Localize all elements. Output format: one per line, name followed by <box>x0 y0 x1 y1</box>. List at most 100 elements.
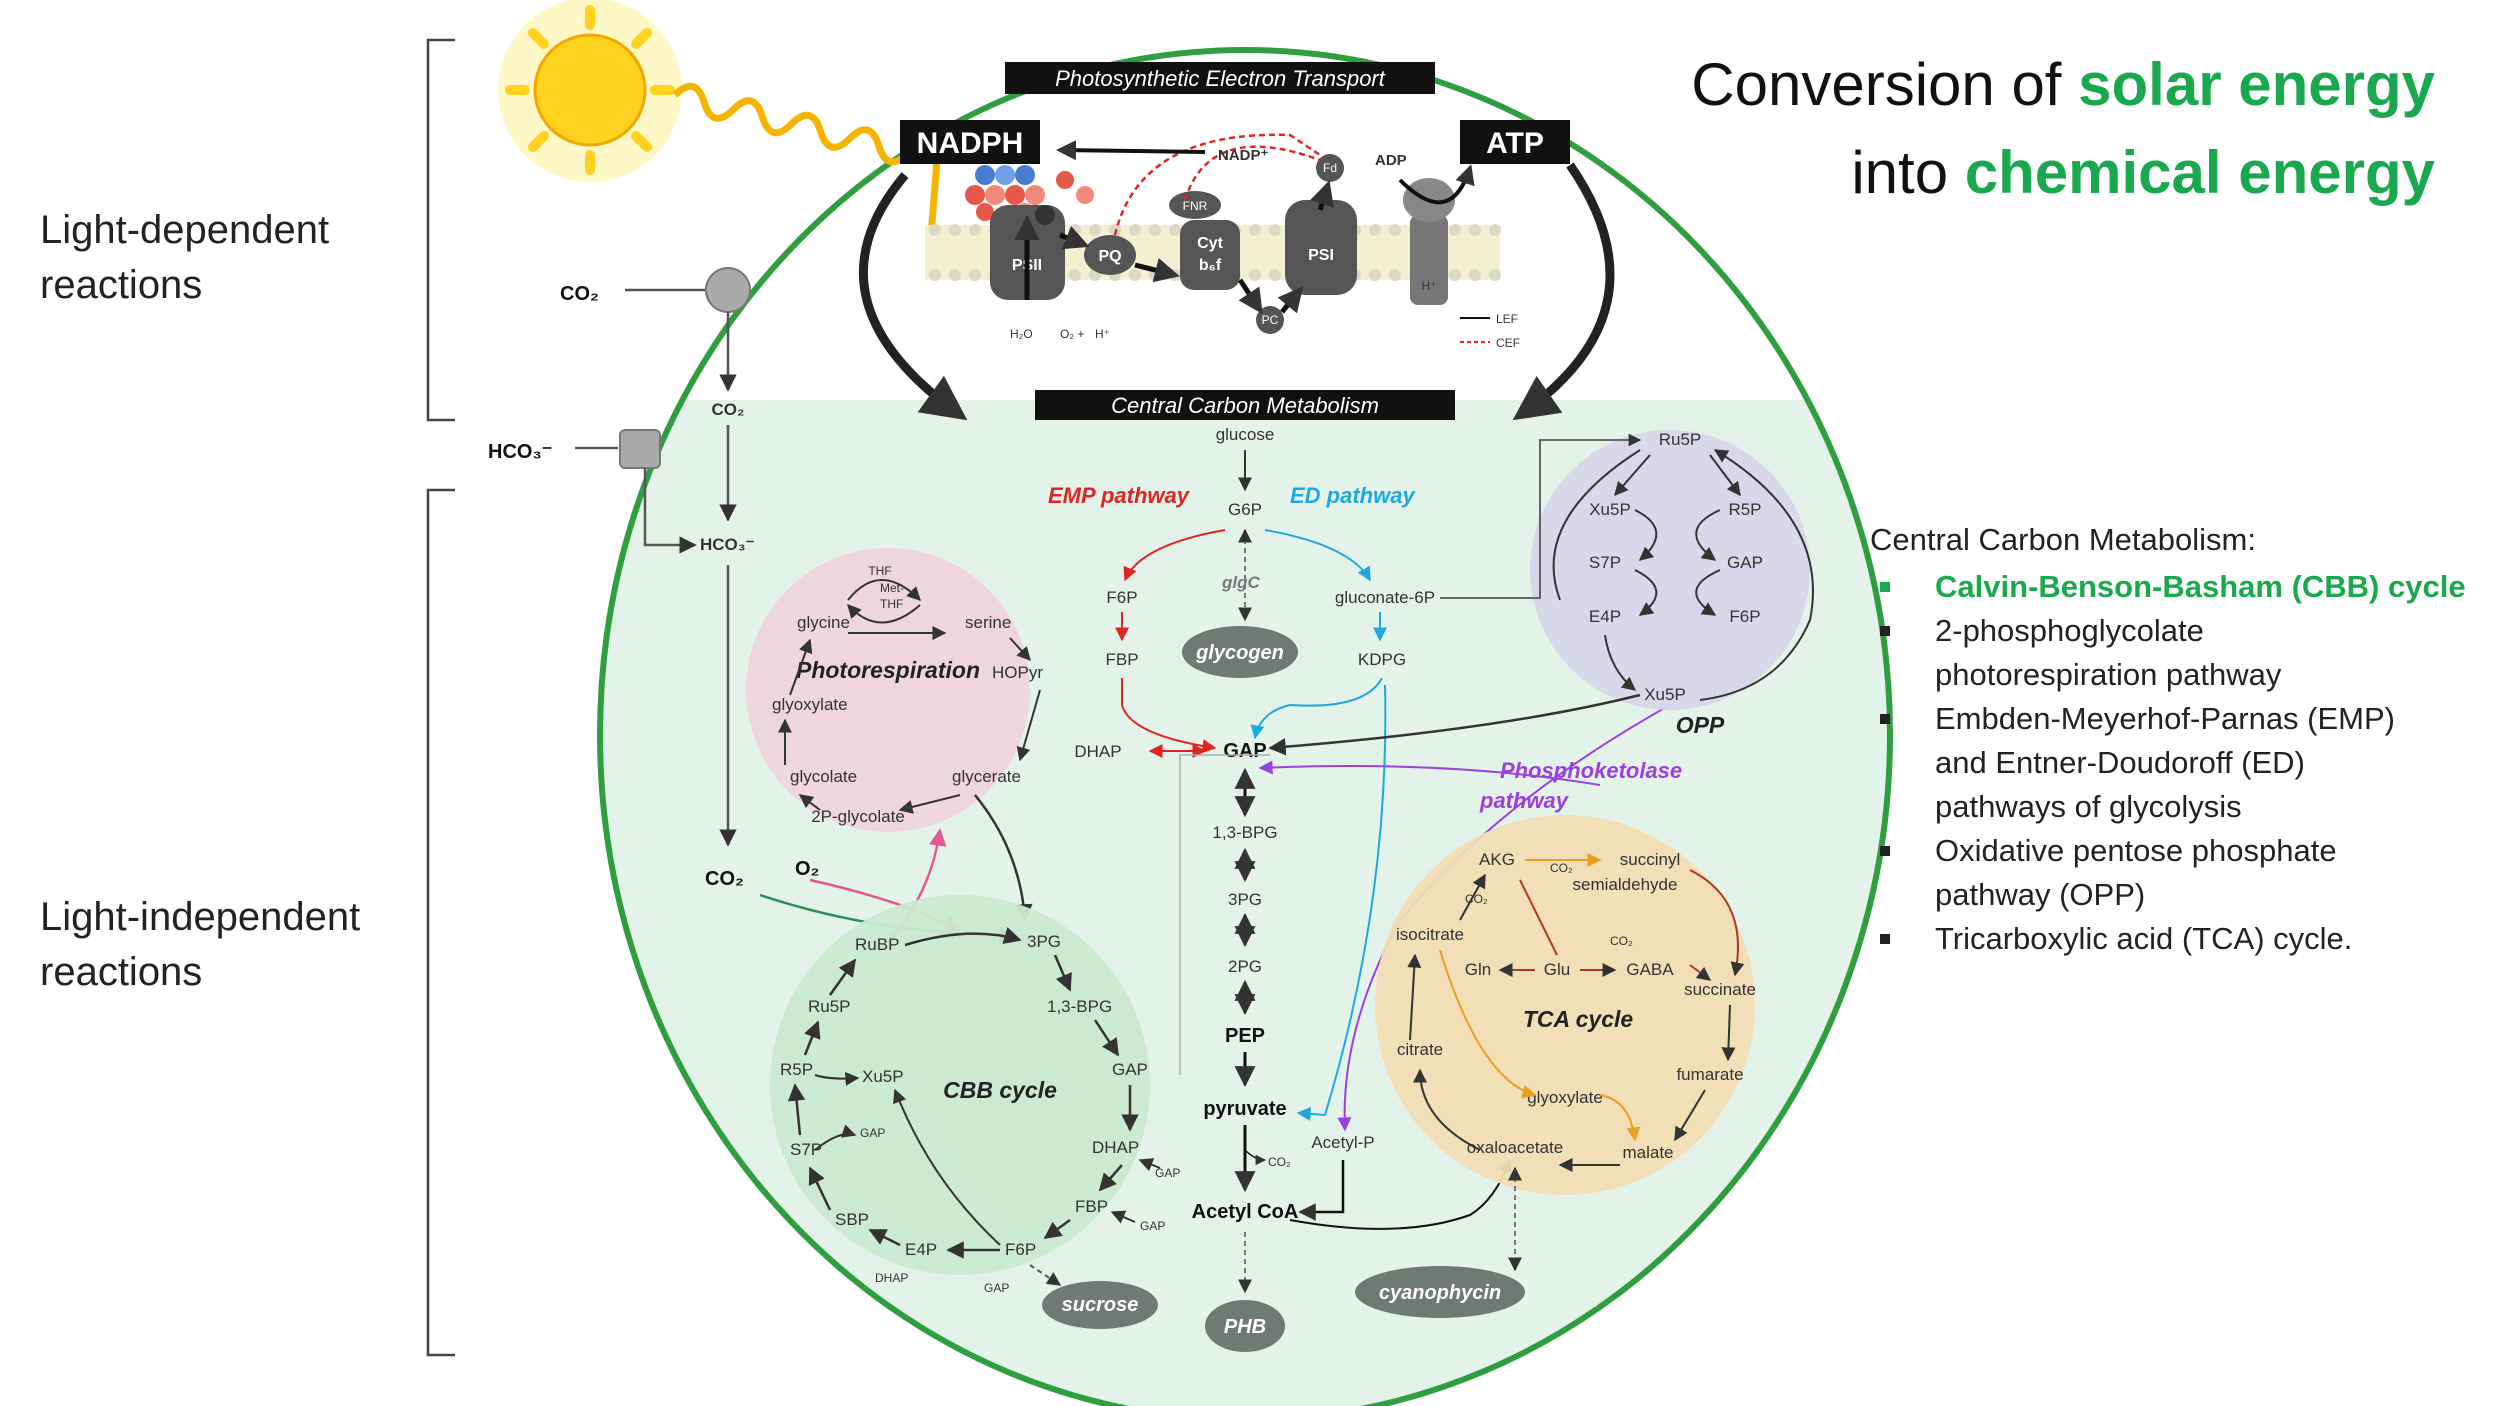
svg-text:GAP: GAP <box>1155 1166 1180 1180</box>
svg-text:CO₂: CO₂ <box>560 283 599 305</box>
fd-carrier: Fd <box>1316 154 1344 182</box>
legend-bullet-icon <box>1880 626 1890 636</box>
atp-box: ATP <box>1460 120 1570 164</box>
svg-text:H⁺: H⁺ <box>1095 327 1110 341</box>
legend-item-2-line-1: 2-phosphoglycolate <box>1935 613 2204 648</box>
svg-text:O₂: O₂ <box>795 858 819 880</box>
svg-text:PHB: PHB <box>1224 1316 1266 1338</box>
svg-text:PEP: PEP <box>1225 1025 1265 1047</box>
svg-text:Cyt: Cyt <box>1197 235 1223 252</box>
svg-text:ADP: ADP <box>1375 152 1407 169</box>
svg-text:citrate: citrate <box>1397 1040 1443 1059</box>
co2-transporter-icon <box>705 267 751 313</box>
svg-text:GAP: GAP <box>1223 740 1266 762</box>
svg-text:Photosynthetic Electron Transp: Photosynthetic Electron Transport <box>1055 66 1386 91</box>
sucrose-pool: sucrose <box>1042 1281 1158 1329</box>
phb-pool: PHB <box>1205 1300 1285 1352</box>
svg-text:Met-: Met- <box>880 581 904 595</box>
svg-text:malate: malate <box>1622 1143 1673 1162</box>
svg-text:GAP: GAP <box>1112 1060 1148 1079</box>
svg-text:GABA: GABA <box>1626 960 1674 979</box>
svg-text:NADPH: NADPH <box>917 127 1024 160</box>
svg-text:F6P: F6P <box>1106 588 1137 607</box>
glycogen-pool: glycogen <box>1182 626 1298 678</box>
svg-text:Ru5P: Ru5P <box>808 997 851 1016</box>
label-light-dependent: Light-dependent <box>40 208 329 252</box>
svg-text:3PG: 3PG <box>1027 932 1061 951</box>
carbon-uptake: CO₂ CO₂ HCO₃⁻ HCO₃⁻ CO₂ O₂ <box>488 267 819 890</box>
svg-text:2P-glycolate: 2P-glycolate <box>811 807 905 826</box>
svg-text:SBP: SBP <box>835 1210 869 1229</box>
legend-item-3-line-3: pathways of glycolysis <box>1935 789 2242 824</box>
svg-text:Xu5P: Xu5P <box>862 1067 904 1086</box>
svg-text:AKG: AKG <box>1479 850 1515 869</box>
label-reactions-1: reactions <box>40 263 202 307</box>
svg-text:Xu5P: Xu5P <box>1644 685 1686 704</box>
thylakoid-membrane: PSII PQ Cyt b₆f FNR PC PSI <box>925 133 1520 350</box>
light-wave <box>672 82 941 252</box>
svg-text:HCO₃⁻: HCO₃⁻ <box>488 441 552 463</box>
svg-text:glycerate: glycerate <box>952 767 1021 786</box>
hco3-transporter-icon <box>619 429 661 469</box>
title-line-1: Conversion of solar energy <box>1691 51 2435 118</box>
svg-text:GAP: GAP <box>860 1126 885 1140</box>
svg-text:succinate: succinate <box>1684 980 1756 999</box>
legend-item-3-line-1: Embden-Meyerhof-Parnas (EMP) <box>1935 701 2395 736</box>
svg-text:CO₂: CO₂ <box>1268 1155 1291 1169</box>
svg-text:Xu5P: Xu5P <box>1589 500 1631 519</box>
svg-text:GAP: GAP <box>984 1281 1009 1295</box>
svg-text:CEF: CEF <box>1496 336 1520 350</box>
svg-text:THF: THF <box>880 597 903 611</box>
label-reactions-2: reactions <box>40 950 202 994</box>
title-line-2: into chemical energy <box>1851 139 2435 206</box>
svg-text:Acetyl CoA: Acetyl CoA <box>1192 1201 1299 1223</box>
svg-text:Photorespiration: Photorespiration <box>796 657 980 683</box>
svg-text:pyruvate: pyruvate <box>1203 1098 1286 1120</box>
svg-text:NADP⁺: NADP⁺ <box>1218 147 1269 164</box>
svg-text:3PG: 3PG <box>1228 890 1262 909</box>
svg-text:R5P: R5P <box>1728 500 1761 519</box>
svg-text:glycine: glycine <box>797 613 850 632</box>
main-title: Conversion of solar energy into chemical… <box>1691 51 2435 206</box>
svg-text:1,3-BPG: 1,3-BPG <box>1047 997 1112 1016</box>
legend-bullet-icon <box>1880 714 1890 724</box>
svg-text:ED pathway: ED pathway <box>1290 483 1416 508</box>
svg-text:DHAP: DHAP <box>1074 742 1121 761</box>
svg-text:O₂ +: O₂ + <box>1060 327 1084 341</box>
svg-text:DHAP: DHAP <box>1092 1138 1139 1157</box>
cbb-cycle: CBB cycle RuBP 3PG Ru5P 1,3-BPG R5P Xu5P… <box>770 895 1180 1295</box>
svg-text:CBB cycle: CBB cycle <box>943 1077 1057 1103</box>
svg-text:serine: serine <box>965 613 1011 632</box>
svg-text:glucose: glucose <box>1216 425 1275 444</box>
svg-text:E4P: E4P <box>905 1240 937 1259</box>
svg-text:glyoxylate: glyoxylate <box>1527 1088 1603 1107</box>
svg-text:E4P: E4P <box>1589 607 1621 626</box>
svg-text:LEF: LEF <box>1496 312 1518 326</box>
svg-text:H⁺: H⁺ <box>1422 279 1437 293</box>
psi-complex: PSI <box>1285 200 1357 295</box>
svg-text:1,3-BPG: 1,3-BPG <box>1212 823 1277 842</box>
svg-text:b₆f: b₆f <box>1199 257 1222 274</box>
svg-text:FNR: FNR <box>1183 199 1208 213</box>
legend-item-2-line-2: photorespiration pathway <box>1935 657 2282 692</box>
svg-text:glgC: glgC <box>1221 573 1260 592</box>
svg-text:TCA cycle: TCA cycle <box>1523 1006 1634 1032</box>
svg-text:DHAP: DHAP <box>875 1271 908 1285</box>
glycolysis: glucose EMP pathway ED pathway G6P F6P g… <box>1048 425 1513 1352</box>
svg-text:FBP: FBP <box>1075 1197 1108 1216</box>
banner-ccm: Central Carbon Metabolism <box>1035 390 1455 420</box>
svg-text:GAP: GAP <box>1727 553 1763 572</box>
svg-text:S7P: S7P <box>1589 553 1621 572</box>
svg-text:KDPG: KDPG <box>1358 650 1406 669</box>
svg-text:THF: THF <box>868 564 891 578</box>
svg-text:GAP: GAP <box>1140 1219 1165 1233</box>
svg-text:CO₂: CO₂ <box>1610 934 1633 948</box>
svg-text:Acetyl-P: Acetyl-P <box>1311 1133 1374 1152</box>
pq-carrier: PQ <box>1084 235 1136 275</box>
opp-cycle: OPP Ru5P Xu5P R5P S7P GAP E4P F6P Xu5P <box>1530 430 1814 738</box>
legend-items: Calvin-Benson-Basham (CBB) cycle 2-phosph… <box>1880 569 2466 956</box>
legend-item-1-line-1: Calvin-Benson-Basham (CBB) cycle <box>1935 569 2466 604</box>
svg-text:Ru5P: Ru5P <box>1659 430 1702 449</box>
nadph-box: NADPH <box>900 120 1040 164</box>
svg-text:oxaloacetate: oxaloacetate <box>1467 1138 1563 1157</box>
